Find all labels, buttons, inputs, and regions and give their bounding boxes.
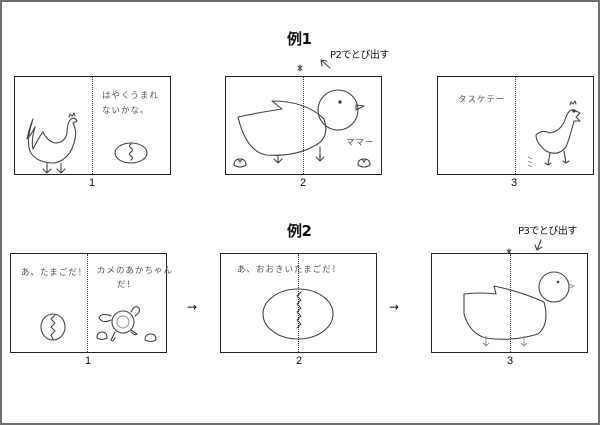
flow-arrow-icon: → xyxy=(187,300,197,314)
chick-popup-illustration xyxy=(463,271,576,347)
example-1-title: 例1 xyxy=(287,30,312,48)
speech-text: ないかな。 xyxy=(102,106,150,116)
speech-text: タスケテー xyxy=(458,95,506,105)
example-1-panel-2: ママー xyxy=(225,76,382,175)
fold-line xyxy=(510,254,511,352)
page-number: 2 xyxy=(300,177,307,189)
speech-text: あ、おおきいたまごだ！ xyxy=(237,265,342,275)
page-number: 2 xyxy=(296,355,303,367)
flow-arrow-icon: → xyxy=(389,300,399,314)
speech-text: カメのあかちゃん xyxy=(97,266,174,276)
example-2-panel-2: あ、おおきいたまごだ！ xyxy=(220,253,377,353)
large-egg-illustration xyxy=(262,288,334,340)
example-2-panel-1: あ、たまごだ！ カメのあかちゃん だ！ xyxy=(10,253,172,353)
page-number: 3 xyxy=(511,177,518,189)
speech-text: だ！ xyxy=(117,280,137,290)
egg-with-crack-illustration xyxy=(114,142,148,164)
example-2-title: 例2 xyxy=(287,222,312,240)
example-1-panel-1: はやくうまれ ないかな。 xyxy=(14,76,171,175)
example-2-panel-3 xyxy=(431,253,588,353)
example-1-panel-3: タスケテー xyxy=(437,76,594,175)
hen-illustration xyxy=(26,112,78,174)
fold-line xyxy=(303,77,304,174)
baby-turtle-illustration xyxy=(96,306,157,343)
egg-with-crack-illustration xyxy=(40,313,66,341)
speech-text: あ、たまごだ！ xyxy=(21,268,88,278)
fold-line xyxy=(92,77,93,174)
page-number: 1 xyxy=(89,177,96,189)
chick-popup-illustration xyxy=(233,89,371,168)
page-number: 3 xyxy=(507,355,514,367)
page-number: 1 xyxy=(85,355,92,367)
fold-line xyxy=(87,254,88,352)
speech-text: ママー xyxy=(346,138,375,148)
example-1-popup-note: P2でとび出す xyxy=(330,50,389,61)
running-hen-illustration xyxy=(527,100,581,168)
fold-line xyxy=(515,77,516,174)
example-2-popup-note: P3でとび出す xyxy=(518,226,577,237)
speech-text: はやくうまれ xyxy=(102,91,159,101)
